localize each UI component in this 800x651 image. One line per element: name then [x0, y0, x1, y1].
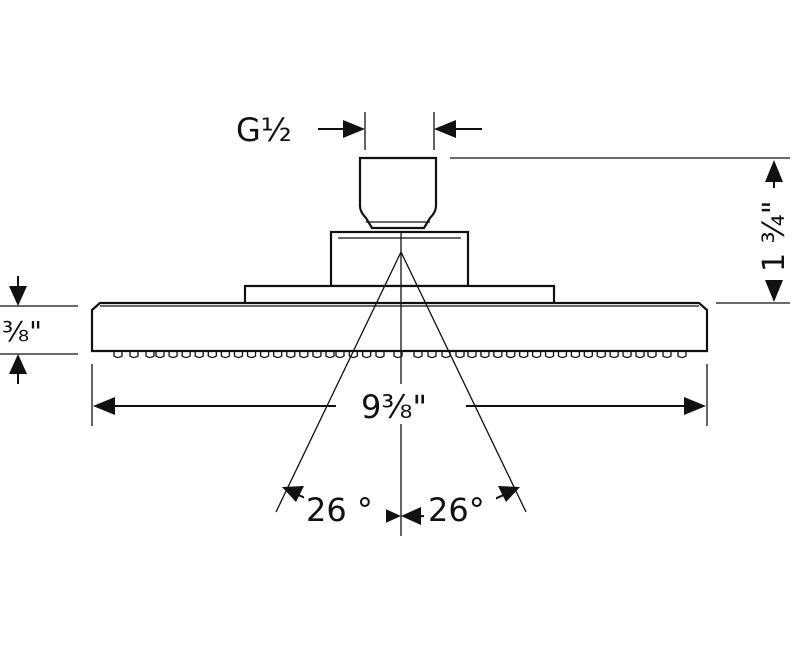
diameter-label: 9⅜" [361, 388, 427, 426]
angle-left-label-bg [304, 490, 386, 526]
nozzle [246, 351, 257, 359]
main-disc [90, 301, 709, 353]
thickness-arrow-bottom [9, 354, 27, 374]
nozzle [662, 351, 672, 359]
thickness-arrow-top [9, 286, 27, 306]
nozzle [596, 351, 606, 359]
nozzle [129, 351, 139, 359]
nozzle [519, 351, 529, 359]
nozzle [467, 351, 477, 359]
diameter-dimension: 9⅜" [91, 364, 708, 426]
thread-arrow-right [434, 120, 456, 138]
nozzle [622, 351, 632, 359]
nozzle [335, 351, 345, 359]
angle-arrow-outer-left [282, 486, 304, 502]
thread-label: G½ [236, 111, 292, 149]
nozzle [207, 351, 217, 359]
angle-dimension: 26 ° 26° [282, 486, 520, 529]
nozzle [583, 351, 593, 359]
nozzle [531, 351, 542, 359]
diameter-label-bg [356, 384, 448, 424]
nozzle [647, 351, 657, 359]
nozzle [362, 351, 372, 359]
nozzle [609, 351, 619, 359]
nozzle [427, 351, 437, 359]
spray-line-left [275, 251, 402, 513]
nozzle-row [113, 351, 687, 359]
diameter-arrow-left [93, 397, 115, 415]
nozzle [299, 351, 309, 359]
nozzle [312, 351, 322, 359]
nozzle [220, 351, 231, 359]
nozzle [557, 351, 568, 359]
diameter-arrow-right [684, 397, 706, 415]
height-label-bg [758, 188, 790, 280]
nozzle [259, 351, 270, 359]
nozzle [455, 351, 465, 359]
nozzle [677, 351, 687, 359]
nozzle [375, 351, 385, 359]
height-dimension: 1 ¾" [450, 157, 792, 304]
angle-left-label: 26 ° [306, 491, 373, 529]
spray-line-right [400, 251, 527, 513]
nozzle [348, 351, 358, 359]
nozzle [635, 351, 645, 359]
nozzle [570, 351, 581, 359]
nozzle [233, 351, 244, 359]
nozzle [155, 351, 165, 359]
nozzle [286, 351, 296, 359]
nozzle [441, 351, 451, 359]
angle-right-label-bg [424, 490, 496, 526]
nozzle [325, 351, 335, 359]
nozzle [393, 351, 403, 359]
nozzle [194, 351, 204, 359]
nozzle [506, 351, 516, 359]
height-arrow-bottom [765, 280, 783, 302]
nozzle [145, 351, 155, 359]
shower-head [90, 156, 709, 359]
height-arrow-top [765, 160, 783, 182]
height-label: 1 ¾" [757, 201, 792, 273]
thread-dimension: G½ [236, 111, 482, 150]
nozzle [168, 351, 178, 359]
nozzle [480, 351, 490, 359]
thickness-label: ⅜" [2, 315, 42, 348]
thickness-dimension: ⅜" [0, 276, 78, 384]
angle-right-label: 26° [428, 491, 485, 529]
thread-arrow-left [343, 120, 365, 138]
nozzle [113, 351, 123, 359]
nozzle [413, 351, 423, 359]
nozzle [544, 351, 555, 359]
hub-block [329, 230, 470, 288]
angle-arrow-outer-right [498, 486, 520, 502]
nozzle [181, 351, 191, 359]
connector-nut [358, 156, 438, 230]
nozzle [273, 351, 283, 359]
nozzle [493, 351, 503, 359]
angle-arrow-inner-right [401, 507, 421, 525]
